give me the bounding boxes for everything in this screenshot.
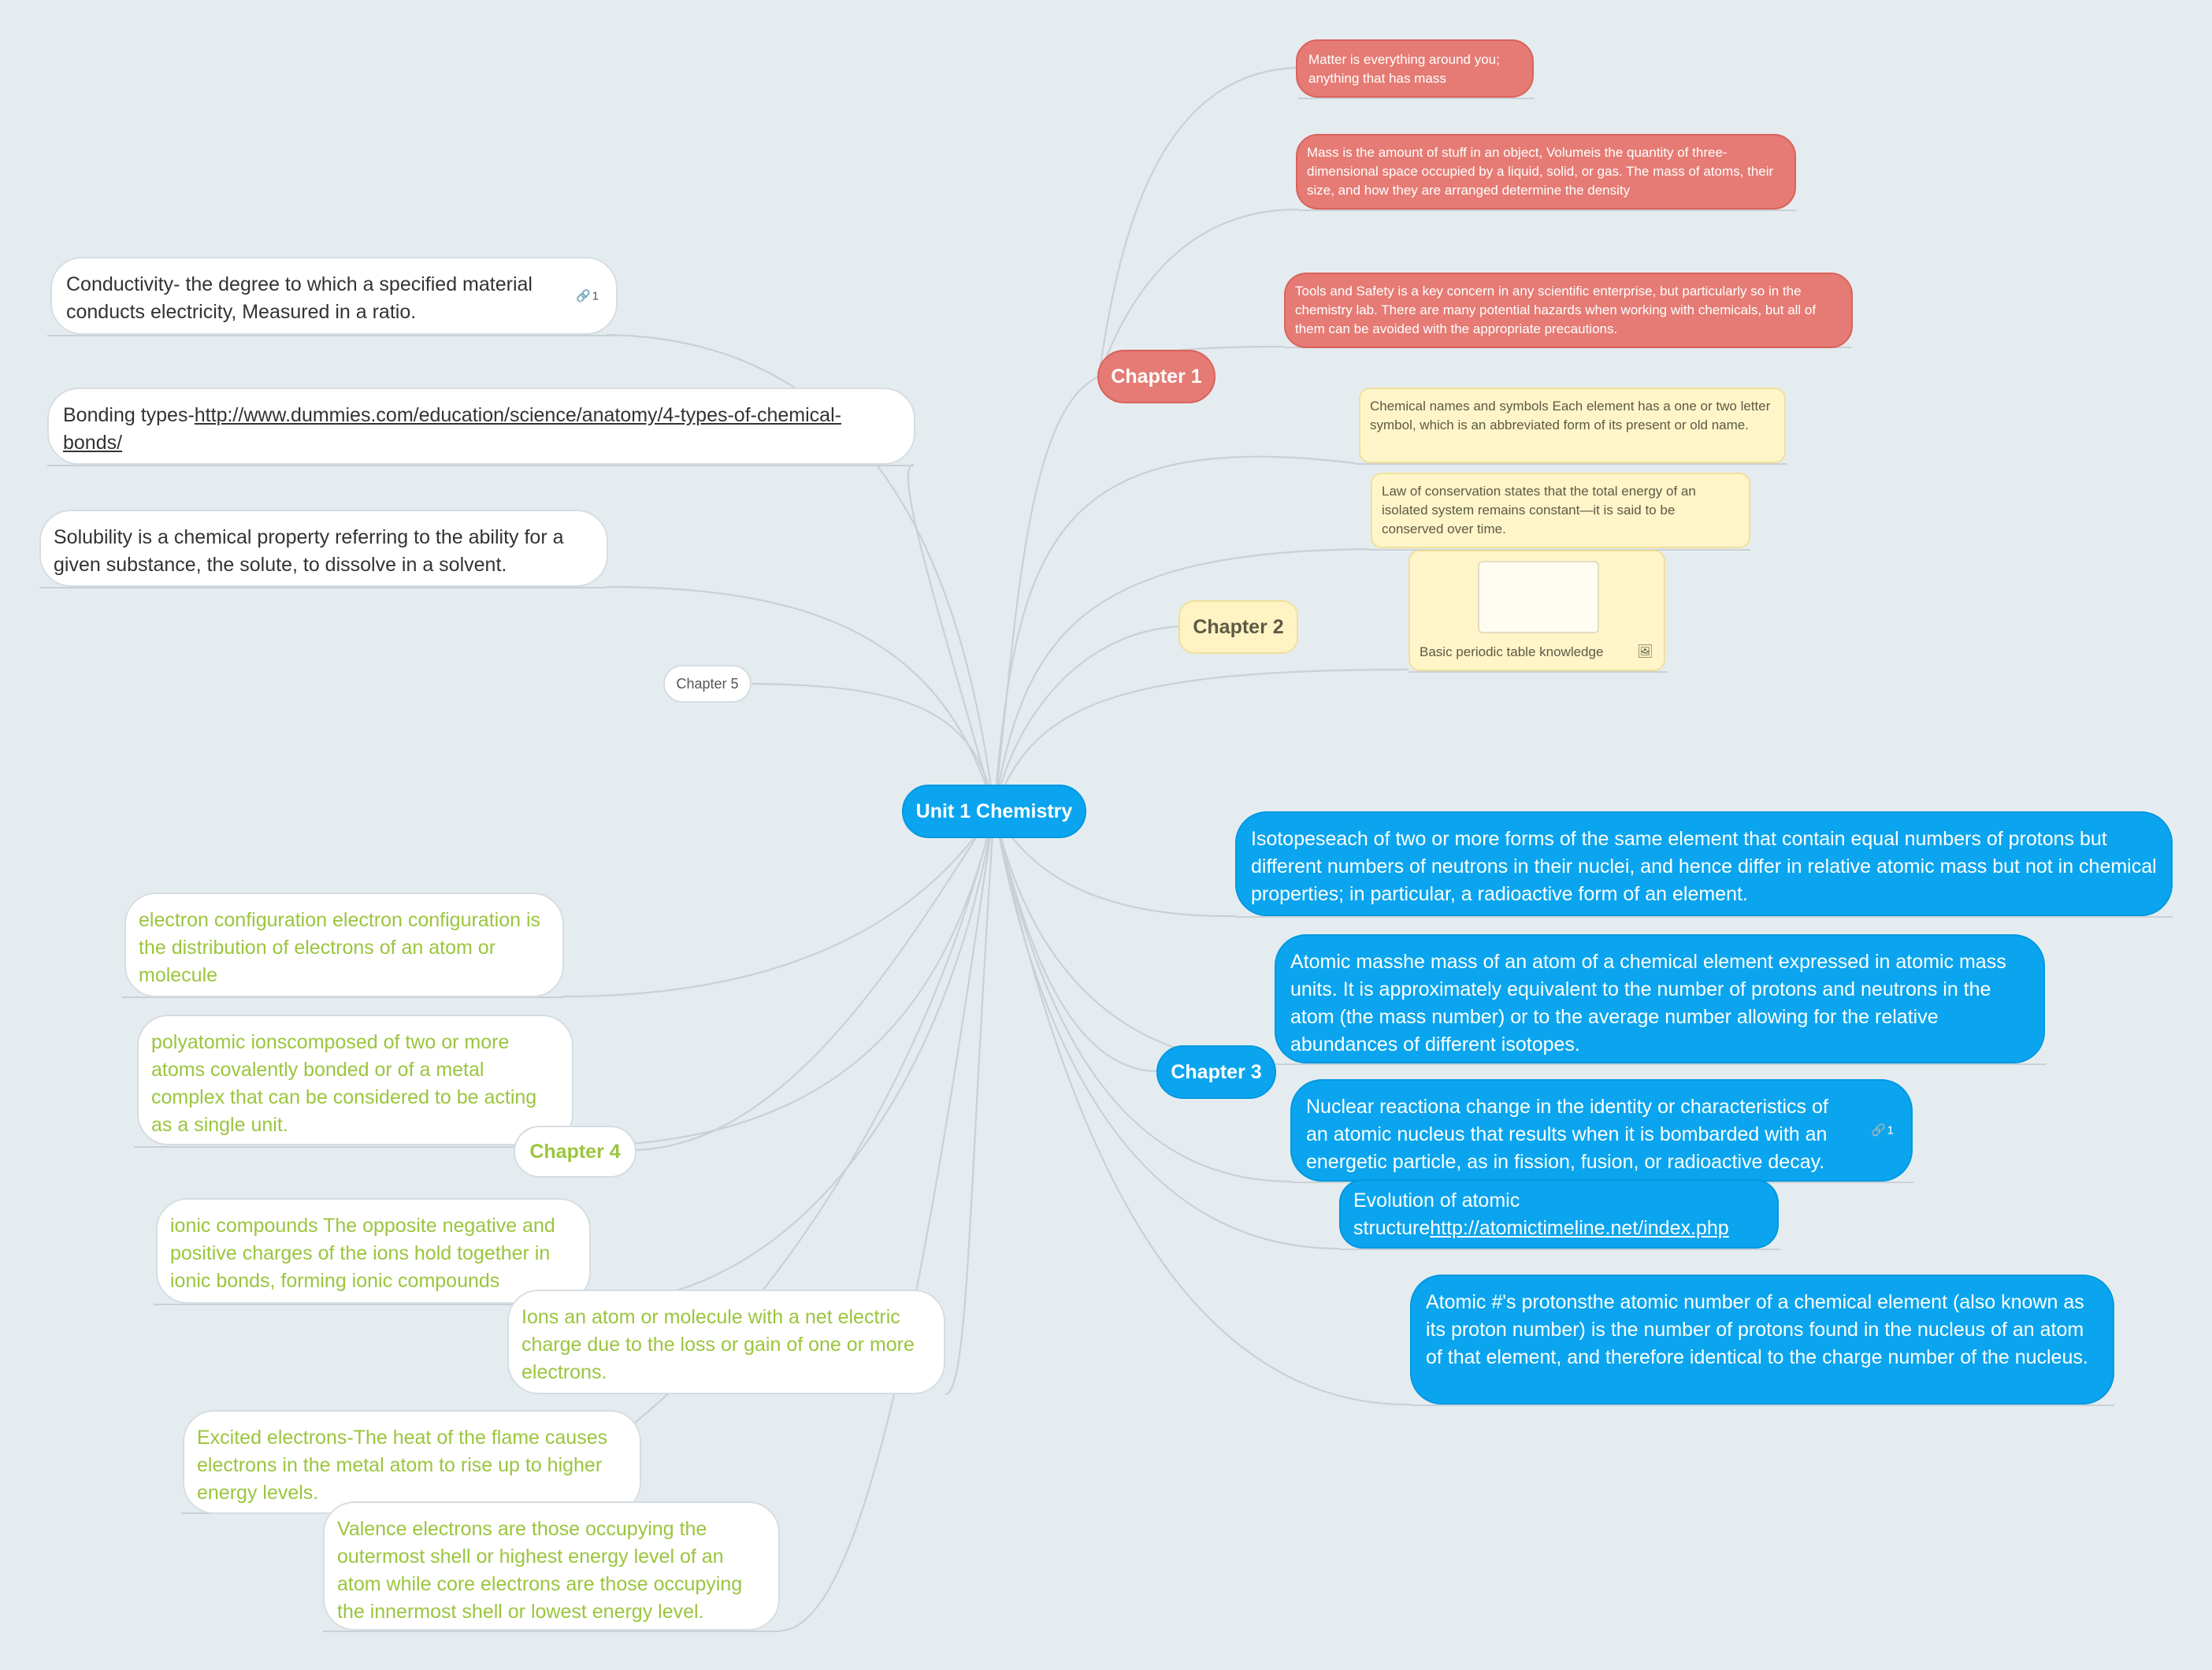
chapter-3-isotopes[interactable]: Isotopeseach of two or more forms of the… (1235, 811, 2173, 916)
connector-underline (1298, 98, 1535, 99)
connector-underline (47, 335, 614, 336)
chapter-3-atomic-number[interactable]: Atomic #'s protonsthe atomic number of a… (1410, 1275, 2114, 1405)
evolution-link[interactable]: http://atomictimeline.net/index.php (1430, 1217, 1729, 1239)
evolution-text: Evolution of atomic structure (1353, 1189, 1520, 1239)
chapter-3-nuclear-reaction[interactable]: Nuclear reactiona change in the identity… (1290, 1079, 1913, 1182)
conductivity-text: Conductivity- the degree to which a spec… (66, 273, 533, 323)
chapter-4-excited-electrons[interactable]: Excited electrons-The heat of the flame … (183, 1410, 641, 1514)
link-icon[interactable]: 🔗1 (575, 289, 599, 302)
link-count: 1 (1887, 1123, 1894, 1137)
chapter-5-solubility[interactable]: Solubility is a chemical property referr… (39, 510, 608, 587)
connector-underline (323, 1631, 780, 1632)
nuclear-reaction-text: Nuclear reactiona change in the identity… (1306, 1096, 1828, 1173)
chapter-4-ions[interactable]: Ions an atom or molecule with a net elec… (507, 1290, 945, 1394)
connector-underline (1298, 210, 1796, 211)
chapter-5-topic[interactable]: Chapter 5 (663, 665, 752, 703)
connector-underline (154, 1304, 591, 1305)
chapter-4-polyatomic[interactable]: polyatomic ionscomposed of two or more a… (137, 1015, 573, 1145)
chapter-1-matter[interactable]: Matter is everything around you; anythin… (1296, 39, 1534, 98)
chapter-2-periodic-image[interactable]: Basic periodic table knowledge 🖼 (1408, 550, 1665, 671)
chapter-2-topic[interactable]: Chapter 2 (1178, 600, 1298, 654)
connector-underline (39, 587, 607, 588)
connector-underline (134, 1146, 571, 1148)
chapter-4-electron-config[interactable]: electron configuration electron configur… (124, 893, 564, 997)
chapter-5-bonding[interactable]: Bonding types-http://www.dummies.com/edu… (47, 388, 915, 465)
connector-underline (1275, 1063, 2047, 1065)
connector-underline (47, 465, 914, 466)
chapter-3-topic[interactable]: Chapter 3 (1156, 1045, 1276, 1099)
chapter-5-conductivity[interactable]: Conductivity- the degree to which a spec… (50, 257, 618, 335)
chapter-4-ionic-compounds[interactable]: ionic compounds The opposite negative an… (156, 1198, 591, 1304)
connector-underline (1339, 1249, 1780, 1250)
connector-underline (1410, 1405, 2114, 1406)
connector-underline (1235, 916, 2173, 918)
chapter-1-mass[interactable]: Mass is the amount of stuff in an object… (1296, 134, 1796, 210)
link-icon[interactable]: 🔗1 (1870, 1123, 1894, 1137)
chapter-2-conservation[interactable]: Law of conservation states that the tota… (1371, 473, 1750, 548)
image-caption: Basic periodic table knowledge (1420, 644, 1604, 659)
chapter-1-topic[interactable]: Chapter 1 (1097, 350, 1215, 403)
chapter-1-tools-safety[interactable]: Tools and Safety is a key concern in any… (1284, 273, 1853, 348)
image-icon: 🖼 (1637, 645, 1653, 659)
link-count: 1 (592, 289, 599, 302)
periodic-table-image (1478, 561, 1599, 633)
chapter-4-valence-electrons[interactable]: Valence electrons are those occupying th… (323, 1501, 780, 1631)
bonding-link[interactable]: http://www.dummies.com/education/science… (63, 404, 841, 454)
chapter-3-evolution[interactable]: Evolution of atomic structurehttp://atom… (1339, 1179, 1779, 1249)
chapter-4-topic[interactable]: Chapter 4 (514, 1126, 637, 1178)
connector-underline (1408, 671, 1667, 673)
bonding-text: Bonding types- (63, 404, 195, 426)
chapter-3-atomic-mass[interactable]: Atomic masshe mass of an atom of a chemi… (1275, 934, 2045, 1063)
connector-underline (1355, 463, 1787, 465)
chapter-2-symbols[interactable]: Chemical names and symbols Each element … (1359, 388, 1786, 463)
central-topic[interactable]: Unit 1 Chemistry (902, 785, 1086, 838)
connector-underline (122, 996, 563, 998)
